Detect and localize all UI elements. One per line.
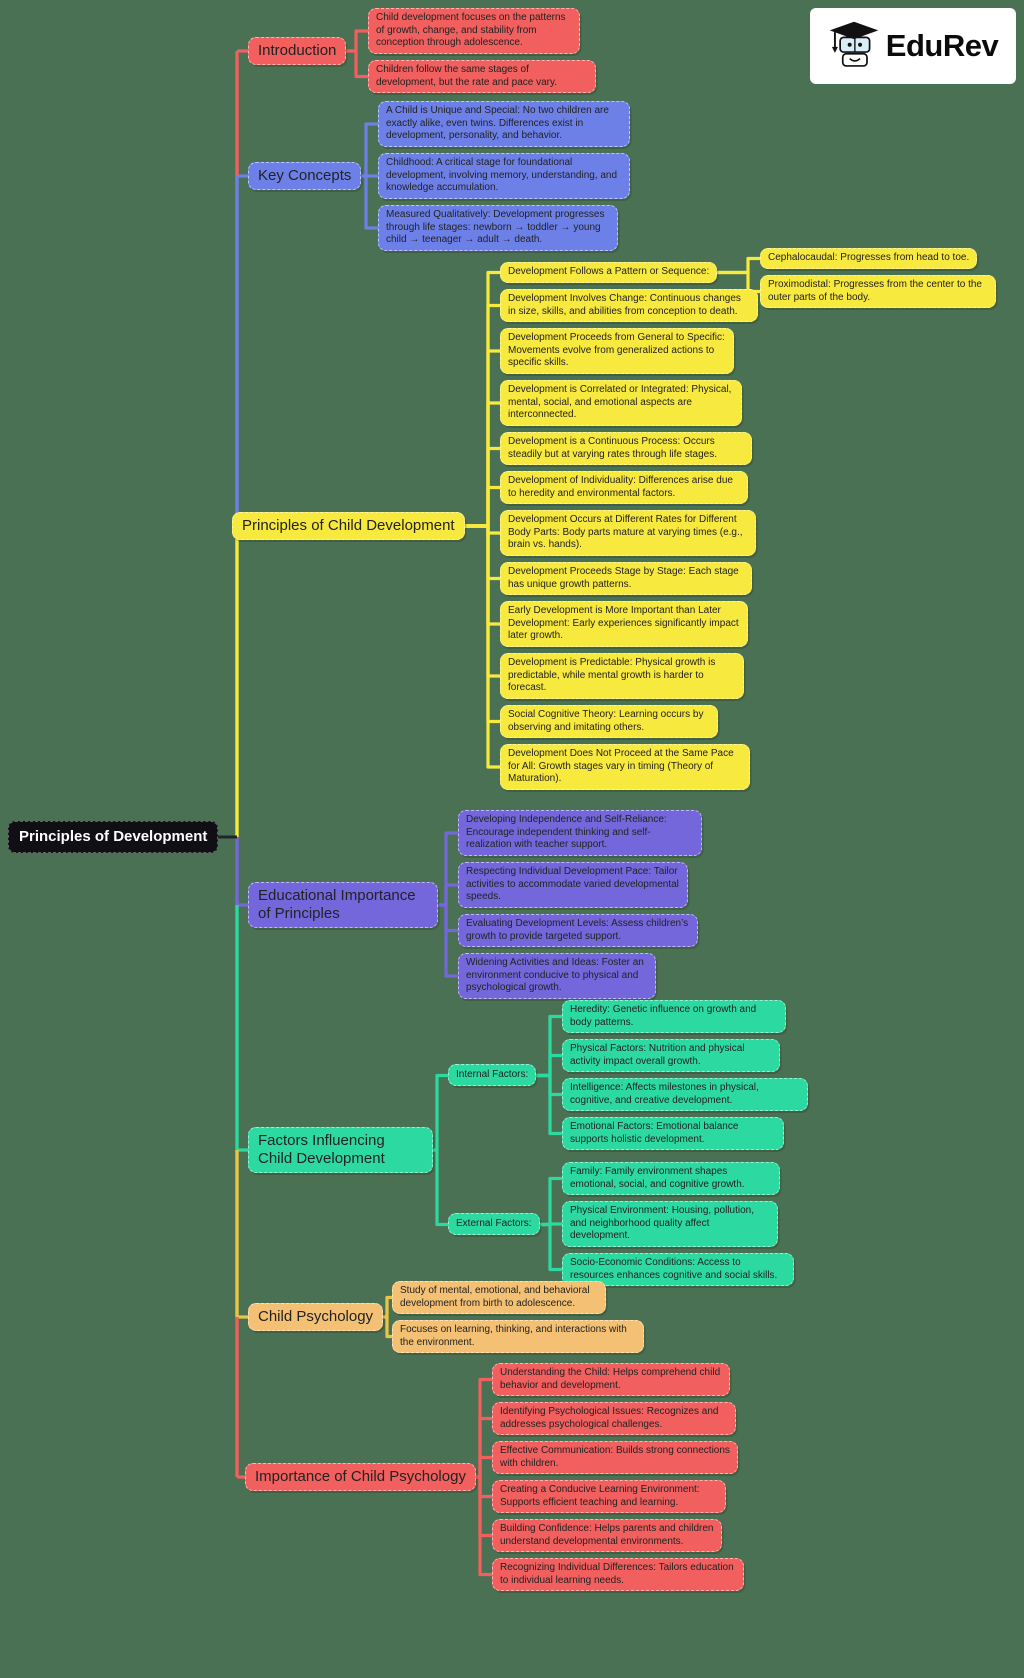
leaf-node: Creating a Conducive Learning Environmen… [492,1480,726,1513]
group-node-internal-factors: Internal Factors: [448,1063,537,1086]
connector-path [431,1073,450,1152]
connector-path [715,256,762,275]
connector-path [463,303,502,528]
connector-path [474,1475,494,1499]
connector-path [463,524,502,678]
leaf-node: Development is Correlated or Integrated:… [500,380,742,426]
leaf-node: Effective Communication: Builds strong c… [492,1441,738,1474]
branch-node-key-concepts: Key Concepts [248,162,362,190]
connector-path [534,1053,564,1078]
leaf-node: Measured Qualitatively: Development prog… [378,205,618,251]
leaf-node: Family: Family environment shapes emotio… [562,1162,780,1195]
leaf-node: A Child is Unique and Special: No two ch… [378,101,630,147]
leaf-node: Social Cognitive Theory: Learning occurs… [500,705,718,738]
connector-path [436,831,460,907]
leaf-node: Child development focuses on the pattern… [368,8,580,54]
leaf-node: Widening Activities and Ideas: Foster an… [458,953,656,999]
connector-path [344,29,370,53]
connector-path [381,1315,394,1339]
leaf-node: Early Development is More Important than… [500,601,748,647]
group-node-external-factors: External Factors: [448,1212,540,1235]
connector-path [463,349,502,528]
leaf-node: Development of Individuality: Difference… [500,471,748,504]
connector-path [463,524,502,626]
leaf-node: Development Involves Change: Continuous … [500,289,758,322]
branch-node-importance-of-child-psychology: Importance of Child Psychology [245,1463,476,1491]
connector-path [463,401,502,528]
connector-path [538,1176,564,1227]
connector-path [463,485,502,528]
root-node: Principles of Development [8,821,219,853]
leaf-node: Development Proceeds from General to Spe… [500,328,734,374]
leaf-node: Children follow the same stages of devel… [368,60,596,93]
leaf-node: Intelligence: Affects milestones in phys… [562,1078,808,1111]
leaf-node: Respecting Individual Development Pace: … [458,862,688,908]
leaf-node: Socio-Economic Conditions: Access to res… [562,1253,794,1286]
edurev-logo: EduRev [810,8,1016,84]
leaf-node: Proximodistal: Progresses from the cente… [760,275,996,308]
leaf-node: Focuses on learning, thinking, and inter… [392,1320,644,1353]
leaf-node: Recognizing Individual Differences: Tail… [492,1558,744,1591]
branch-node-introduction: Introduction [248,36,347,65]
leaf-node: Evaluating Development Levels: Assess ch… [458,914,698,947]
leaf-node: Developing Independence and Self-Relianc… [458,810,702,856]
branch-node-principles-of-child-development: Principles of Child Development [232,512,465,540]
leaf-node: Understanding the Child: Helps comprehen… [492,1363,730,1396]
leaf-node: Emotional Factors: Emotional balance sup… [562,1117,784,1150]
branch-node-factors-influencing-child-development: Factors Influencing Child Development [248,1127,433,1173]
leaf-node: Development is a Continuous Process: Occ… [500,432,752,465]
branch-node-educational-importance-of-principles: Educational Importance of Principles [248,881,438,928]
leaf-node: Development Occurs at Different Rates fo… [500,510,756,556]
graduation-cap-icon [829,21,879,67]
leaf-node: Development is Predictable: Physical gro… [500,653,744,699]
leaf-node: Development Follows a Pattern or Sequenc… [500,262,718,283]
leaf-node: Cephalocaudal: Progresses from head to t… [760,248,978,269]
connector-path [538,1222,564,1272]
leaf-node: Heredity: Genetic influence on growth an… [562,1000,786,1033]
leaf-node: Physical Environment: Housing, pollution… [562,1201,778,1247]
edurev-logo-text: EduRev [885,28,999,63]
connector-path [474,1377,494,1479]
connector-path [534,1073,564,1136]
leaf-node: Physical Factors: Nutrition and physical… [562,1039,780,1072]
branch-node-child-psychology: Child Psychology [248,1303,384,1331]
leaf-node: Building Confidence: Helps parents and c… [492,1519,722,1552]
leaf-node: Development Does Not Proceed at the Same… [500,744,750,790]
connector-path [474,1475,494,1577]
connector-path [344,49,370,79]
connector-path [463,524,502,769]
connector-path [359,174,380,230]
connector-path [436,903,460,933]
connector-path [436,883,460,907]
leaf-node: Development Proceeds Stage by Stage: Eac… [500,562,752,595]
leaf-node: Study of mental, emotional, and behavior… [392,1281,606,1314]
connector-path [474,1416,494,1479]
connector-path [431,1148,450,1227]
connector-path [474,1455,494,1479]
connector-path [474,1475,494,1538]
connector-path [436,903,460,978]
connector-path [359,122,380,178]
leaf-node: Identifying Psychological Issues: Recogn… [492,1402,736,1435]
leaf-node: Childhood: A critical stage for foundati… [378,153,630,199]
